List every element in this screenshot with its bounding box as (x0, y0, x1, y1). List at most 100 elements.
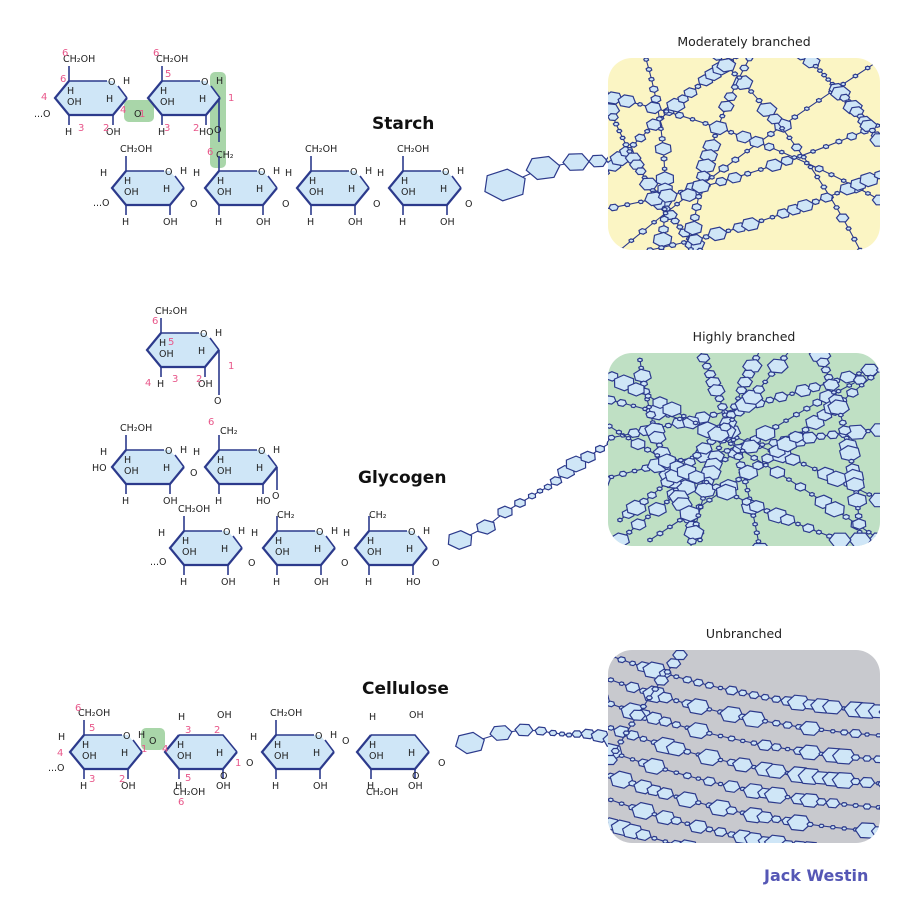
glucose-hexagon (689, 116, 696, 122)
carbon-number: 5 (165, 69, 171, 80)
glucose-hexagon (827, 399, 850, 416)
glucose-hexagon (682, 772, 693, 780)
glucose-hexagon (661, 206, 668, 212)
atom-label: H (221, 544, 228, 555)
chain-continuation: ...O (34, 109, 51, 120)
glucose-hexagon (677, 457, 685, 463)
glucose-hexagon (699, 495, 707, 501)
glucose-chain (608, 742, 880, 816)
glucose-hexagon (594, 444, 606, 454)
glucose-hexagon (666, 524, 673, 530)
atom-label: H (273, 166, 280, 177)
atom-label: H (314, 544, 321, 555)
glucose-hexagon (723, 91, 738, 102)
atom-label: H (440, 184, 447, 195)
glucose-hexagon (887, 168, 893, 171)
glucose-hexagon (612, 121, 620, 127)
ring-oxygen: O (350, 167, 357, 178)
glucose-hexagon (885, 733, 895, 739)
glucose-hexagon (806, 821, 814, 828)
glucose-hexagon (828, 848, 837, 854)
glucose-hexagon (778, 125, 786, 131)
glucose-hexagon (686, 233, 704, 246)
glucose-hexagon (779, 355, 789, 362)
glucose-hexagon (766, 113, 783, 125)
glucose-hexagon (730, 437, 737, 443)
glucose-hexagon (628, 159, 645, 170)
glucose-hexagon (786, 477, 792, 483)
ring-bond (132, 739, 143, 753)
glucose-hexagon (644, 101, 662, 115)
ch2oh-label: CH₂OH (397, 144, 429, 155)
atom-label: H (401, 176, 408, 187)
glucose-hexagon (798, 744, 822, 761)
atom-label: H (423, 526, 430, 537)
glucose-hexagon (454, 731, 486, 755)
glucose-hexagon (856, 847, 879, 862)
glycogen-panel-label: Highly branched (692, 329, 796, 344)
glucose-hexagon (751, 354, 761, 362)
starch-panel-label: Moderately branched (677, 34, 811, 49)
glucose-chain (699, 58, 864, 250)
glucose-hexagon (858, 382, 865, 388)
atom-label: H (272, 781, 279, 792)
glucose-hexagon (658, 716, 673, 727)
glucose-hexagon (627, 721, 636, 727)
glucose-hexagon (791, 154, 798, 160)
atom-label: OH (440, 217, 455, 228)
glucose-hexagon (687, 548, 693, 552)
atom-label: H (250, 732, 257, 743)
glucose-hexagon (651, 219, 658, 225)
glucose-hexagon (625, 435, 632, 441)
glucose-hexagon (784, 890, 792, 895)
glucose-hexagon (840, 801, 848, 807)
glucose-hexagon (658, 225, 669, 234)
glucose-hexagon (630, 403, 637, 409)
ch2oh-label: CH₂OH (63, 54, 95, 65)
atom-label: H (217, 455, 224, 466)
atom-label: H (80, 781, 87, 792)
glucose-hexagon (838, 93, 851, 102)
glucose-hexagon (702, 120, 709, 127)
glucose-hexagon (779, 513, 796, 526)
glucose-hexagon (829, 824, 837, 830)
atom-label: H (82, 740, 89, 751)
ch2-label: CH₂ (369, 510, 387, 521)
glucose-hexagon (706, 497, 713, 503)
glucose-hexagon (598, 368, 603, 372)
glucose-hexagon (672, 674, 680, 680)
glucose-hexagon (866, 492, 873, 497)
carbon-number: 2 (193, 123, 199, 134)
glucose-hexagon (618, 470, 628, 478)
glucose-hexagon (776, 208, 791, 219)
glucose-hexagon (627, 382, 645, 397)
glucose-hexagon (692, 678, 705, 687)
glucose-hexagon (489, 725, 513, 741)
glucose-hexagon (743, 170, 752, 177)
glucose-hexagon (627, 428, 642, 439)
glucose-hexagon (872, 755, 880, 764)
glucose-hexagon (860, 363, 880, 377)
glucose-hexagon (645, 410, 657, 419)
glucose-hexagon (731, 156, 740, 164)
glucose-hexagon (819, 896, 824, 899)
glucose-hexagon (771, 719, 782, 727)
glucose-hexagon (615, 246, 625, 250)
atom-label: H (123, 76, 130, 87)
glucose-hexagon (855, 505, 861, 511)
glucose-hexagon (873, 170, 880, 180)
glucose-hexagon (624, 681, 641, 694)
atom-label: H (160, 86, 167, 97)
glucose-hexagon (799, 720, 822, 736)
glucose-hexagon (772, 889, 780, 894)
glucose-hexagon (788, 391, 796, 397)
glucose-hexagon (686, 722, 711, 740)
glucose-hexagon (639, 497, 649, 506)
glucose-hexagon (780, 155, 794, 166)
glucose-hexagon (815, 846, 828, 854)
glucose-hexagon (834, 190, 841, 196)
